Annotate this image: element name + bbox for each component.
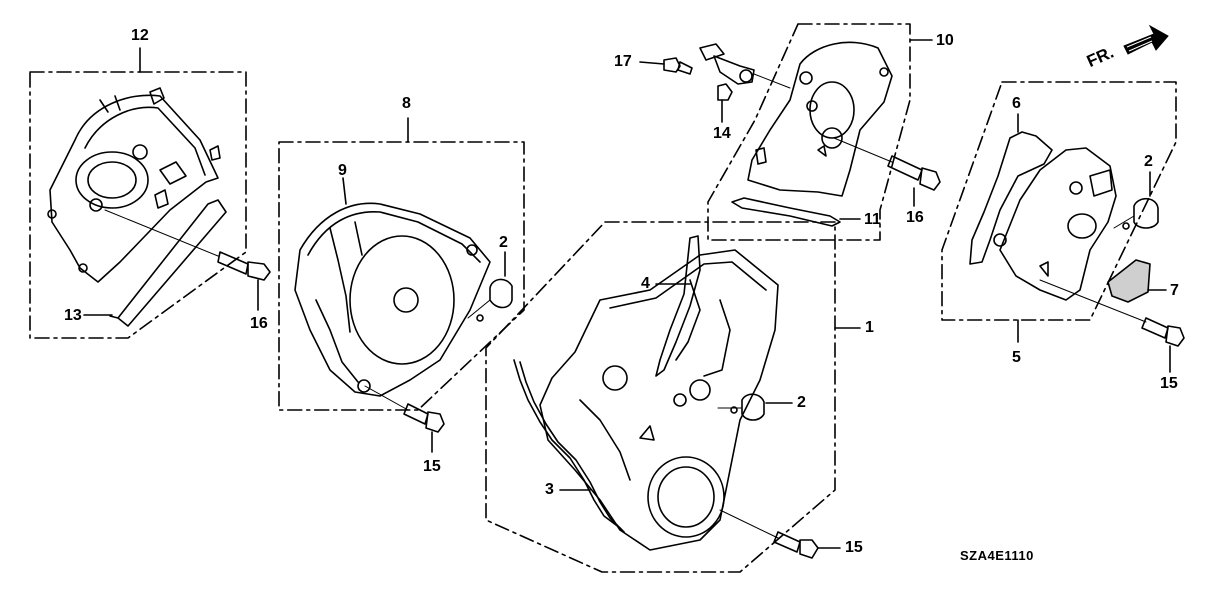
callout-15-a: 15 — [423, 458, 441, 475]
part-2-grommet-b — [717, 393, 765, 421]
diagram-reference-code: SZA4E1110 — [960, 548, 1034, 563]
callout-6: 6 — [1012, 95, 1021, 112]
callout-2-b: 2 — [797, 394, 806, 411]
callout-15-b: 15 — [845, 539, 863, 556]
callout-5: 5 — [1012, 349, 1021, 366]
part-17-bolt — [663, 57, 693, 75]
part-9-cover — [294, 202, 491, 397]
callout-12: 12 — [131, 27, 149, 44]
part-2-grommet-a — [467, 278, 513, 322]
group-12-boundary — [29, 71, 247, 339]
callout-17: 17 — [614, 53, 632, 70]
group-5-boundary — [941, 81, 1177, 321]
callout-1: 1 — [865, 319, 874, 336]
callout-11: 11 — [864, 211, 881, 228]
callout-14: 14 — [713, 125, 731, 142]
part-2-grommet-c — [1113, 197, 1159, 230]
callout-10: 10 — [936, 32, 954, 49]
part-11-bracket — [731, 197, 841, 227]
callout-2-c: 2 — [1144, 153, 1153, 170]
callout-9: 9 — [338, 162, 347, 179]
leader-9 — [342, 177, 347, 205]
callout-8: 8 — [402, 95, 411, 112]
part-7-pad — [1107, 259, 1151, 303]
callout-2-a: 2 — [499, 234, 508, 251]
callout-7: 7 — [1170, 282, 1179, 299]
part-12-back-cover — [47, 87, 221, 283]
part-3-seal — [513, 359, 625, 533]
part-16-bolt-a — [104, 209, 271, 281]
part-4-gasket — [655, 235, 701, 377]
part-5-upper-cover — [993, 147, 1117, 301]
part-16-bolt-b — [833, 137, 941, 191]
callout-3: 3 — [545, 481, 554, 498]
part-1-front-cover — [539, 249, 779, 551]
part-14-sensor — [699, 43, 791, 101]
group-8-boundary — [278, 141, 525, 411]
part-15-bolt-b — [719, 509, 819, 559]
callout-16-b: 16 — [906, 209, 924, 226]
leader-17 — [639, 61, 665, 65]
callout-13: 13 — [64, 307, 82, 324]
front-direction-arrow-icon — [1123, 24, 1169, 55]
callout-4: 4 — [641, 275, 650, 292]
callout-16-a: 16 — [250, 315, 268, 332]
part-10-plate — [747, 41, 893, 197]
part-6-gasket — [969, 131, 1053, 265]
part-15-bolt-a — [364, 385, 445, 433]
part-13-rod — [109, 199, 227, 327]
group-1-boundary — [485, 221, 836, 573]
part-15-bolt-c — [1039, 279, 1185, 347]
group-10-boundary — [707, 23, 911, 241]
callout-15-c: 15 — [1160, 375, 1178, 392]
